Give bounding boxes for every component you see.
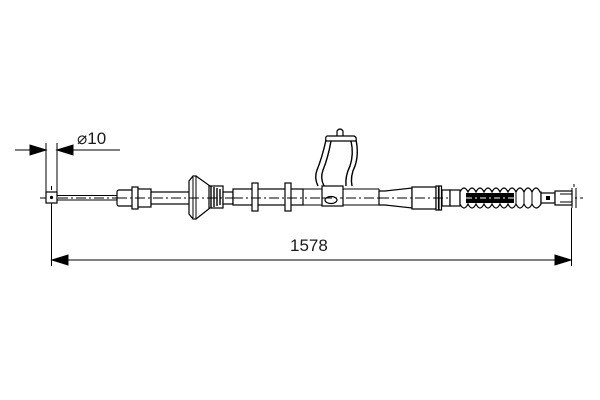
diameter-dimension: ⌀10 <box>15 129 120 200</box>
arrow-right-icon <box>29 144 48 156</box>
length-dimension: 1578 <box>50 203 573 266</box>
inner-cable <box>57 195 118 201</box>
arrow-left-icon <box>55 144 74 156</box>
bellows-boot <box>449 187 542 209</box>
length-label: 1578 <box>290 236 328 255</box>
arrow-right-icon <box>554 254 573 266</box>
end-fitting-right <box>540 184 583 208</box>
diameter-label: ⌀10 <box>77 129 106 148</box>
tapered-sheath <box>378 185 451 211</box>
conical-grommet <box>188 175 234 220</box>
end-nipple-left <box>41 186 58 204</box>
arrow-left-icon <box>50 254 69 266</box>
sleeve-with-collars <box>232 182 304 212</box>
mounting-bracket <box>315 128 358 207</box>
adjuster-fitting <box>116 186 192 210</box>
